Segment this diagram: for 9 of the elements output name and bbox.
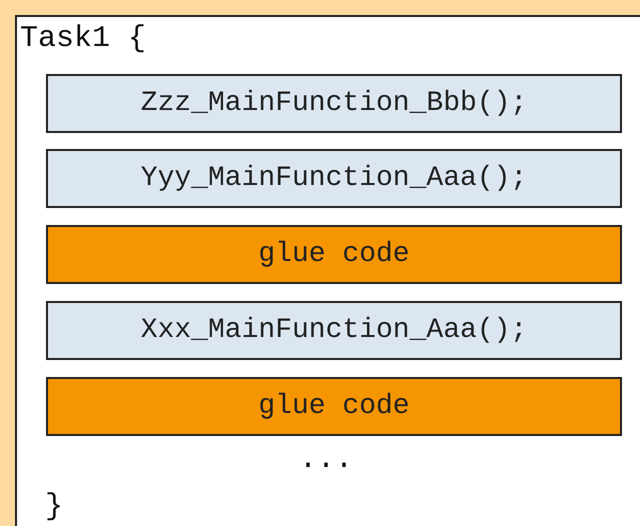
function-call-box: Yyy_MainFunction_Aaa(); — [46, 149, 622, 208]
glue-code-box: glue code — [46, 225, 622, 284]
ellipsis-text: ... — [299, 444, 354, 476]
function-call-box: Xxx_MainFunction_Aaa(); — [46, 301, 622, 360]
closing-brace-text: } — [45, 491, 64, 523]
glue-code-box: glue code — [46, 377, 622, 436]
function-call-box: Zzz_MainFunction_Bbb(); — [46, 74, 622, 133]
task-header-text: Task1 { — [20, 23, 146, 55]
task-block — [15, 15, 640, 526]
